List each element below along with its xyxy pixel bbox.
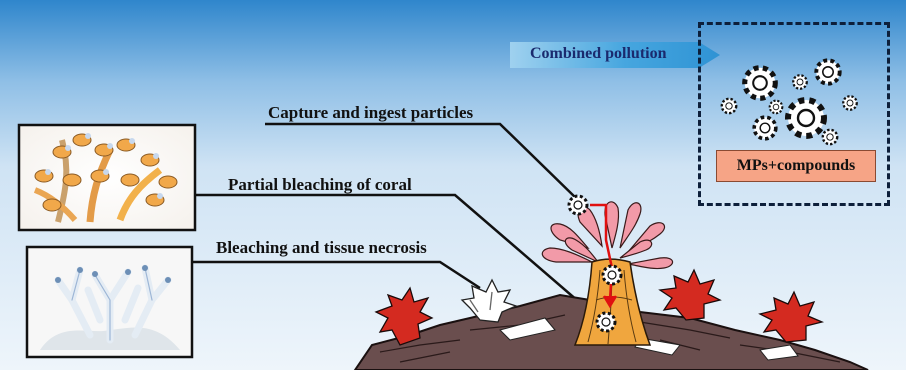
microplastic-particle-icon	[569, 196, 587, 214]
mps-compounds-label: MPs+compounds	[716, 150, 876, 182]
photo-bleached-coral	[27, 247, 192, 357]
capture-label: Capture and ingest particles	[268, 103, 473, 123]
bleaching-necrosis-label: Bleaching and tissue necrosis	[216, 238, 427, 258]
partial-bleaching-label: Partial bleaching of coral	[228, 175, 412, 195]
photo-healthy-coral	[19, 125, 195, 230]
combined-pollution-label: Combined pollution	[530, 45, 666, 63]
microplastic-particle-icon	[603, 266, 621, 284]
microplastic-particle-icon	[597, 313, 615, 331]
